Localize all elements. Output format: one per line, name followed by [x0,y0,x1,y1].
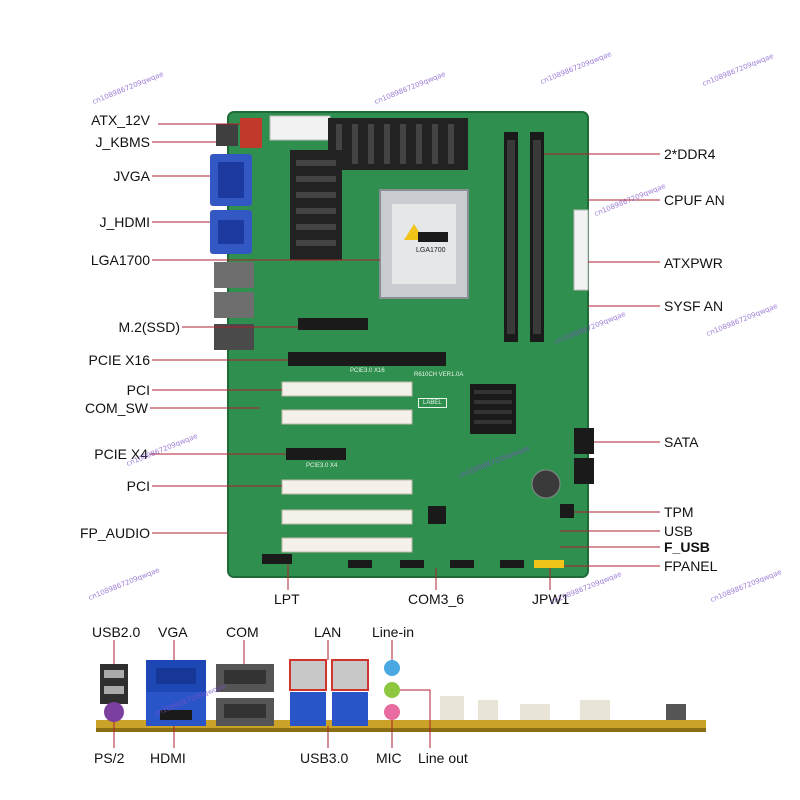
label-atx-12v: ATX_12V [91,112,150,128]
pci-slot-1 [281,381,413,397]
lan-port-1 [214,262,254,288]
label-pcie-x16: PCIE X16 [88,352,150,368]
jpw1-header [534,560,564,568]
label-j-kbms: J_KBMS [95,134,150,150]
leader-lines-bottom [287,564,551,590]
sata-port-1 [574,428,594,454]
leader-lines-left [150,123,380,534]
io-usb3-stack-2 [332,692,368,726]
io-label-line-in: Line-in [372,624,415,640]
io-label-usb2: USB2.0 [92,624,141,640]
io-label-vga: VGA [158,624,188,640]
io-label-mic: MIC [376,750,402,766]
label-pci-top: PCI [126,382,150,398]
label-sata: SATA [664,434,699,450]
kbms-port [216,124,238,146]
label-cpuf-an: CPUF AN [664,192,725,208]
io-label-com: COM [226,624,259,640]
tpm-header [560,504,574,518]
label-m2-ssd: M.2(SSD) [118,319,180,335]
io-label-ps2: PS/2 [94,750,125,766]
io-line-out-jack [384,682,400,698]
pci-slot-5 [281,537,413,553]
pci-slot-2 [281,409,413,425]
atx12v-connector [240,118,262,148]
label-2-ddr4: 2*DDR4 [664,146,716,162]
label-jvga: JVGA [113,168,150,184]
vrm-heatsink-top [328,118,468,170]
label-pci-bottom: PCI [126,478,150,494]
label-jpw1: JPW1 [532,591,570,607]
cpu-socket-cover [392,204,456,284]
pci-slot-4 [281,509,413,525]
cmos-battery [531,469,561,499]
io-leader-lines [113,640,431,748]
m2-slot [298,318,368,330]
top-header [269,115,331,141]
lan-port-2 [214,292,254,318]
io-lan-port-2 [331,659,369,691]
io-label-usb3: USB3.0 [300,750,349,766]
label-fp-audio: FP_AUDIO [79,525,150,541]
silk-cpu-mark: LGA1700 [416,247,446,254]
io-panel-base [96,728,706,732]
label-com-sw: COM_SW [85,400,148,416]
io-label-line-out: Line out [418,750,468,766]
leader-lines-right [544,153,660,567]
io-usb3-stack-1 [290,692,326,726]
label-fpanel: FPANEL [664,558,718,574]
pcie-x4-slot [286,448,346,460]
atxpwr-connector [573,209,589,291]
com-header-2 [400,560,424,568]
io-lan-port-1 [289,659,327,691]
silk-board-rev: R610CH VER1.0A [414,372,464,378]
io-hdmi-port [146,692,206,726]
label-f-usb: F_USB [664,539,710,555]
com-header-3 [450,560,474,568]
lpt-header [262,554,292,564]
audio-jack [214,324,254,350]
vga-port-inner [218,162,244,198]
sata-port-2 [574,458,594,484]
hdmi-port-inner [218,220,244,244]
super-io-chip [428,506,446,524]
label-lga1700: LGA1700 [90,252,150,268]
label-lpt: LPT [274,591,300,607]
label-sysf-an: SYSF AN [664,298,724,314]
label-atxpwr: ATXPWR [664,255,723,271]
label-pcie-x4: PCIE X4 [94,446,148,462]
pcie-x16-slot [288,352,446,366]
io-mic-jack [384,704,400,720]
ps2-port [104,702,124,722]
pci-slot-3 [281,479,413,495]
label-com3-6: COM3_6 [408,591,465,607]
label-tpm: TPM [664,504,694,520]
silk-pcie-x16: PCIE3.0 X16 [350,368,385,374]
com-header-1 [348,560,372,568]
silk-pcie-x4: PCIE3.0 X4 [306,463,338,469]
silk-label-box: LABEL [418,398,447,408]
label-j-hdmi: J_HDMI [99,214,150,230]
io-panel-pcb [96,720,706,730]
io-line-in-jack [384,660,400,676]
io-label-hdmi: HDMI [150,750,186,766]
label-usb: USB [664,523,693,539]
io-label-lan: LAN [314,624,342,640]
com-header-4 [500,560,524,568]
